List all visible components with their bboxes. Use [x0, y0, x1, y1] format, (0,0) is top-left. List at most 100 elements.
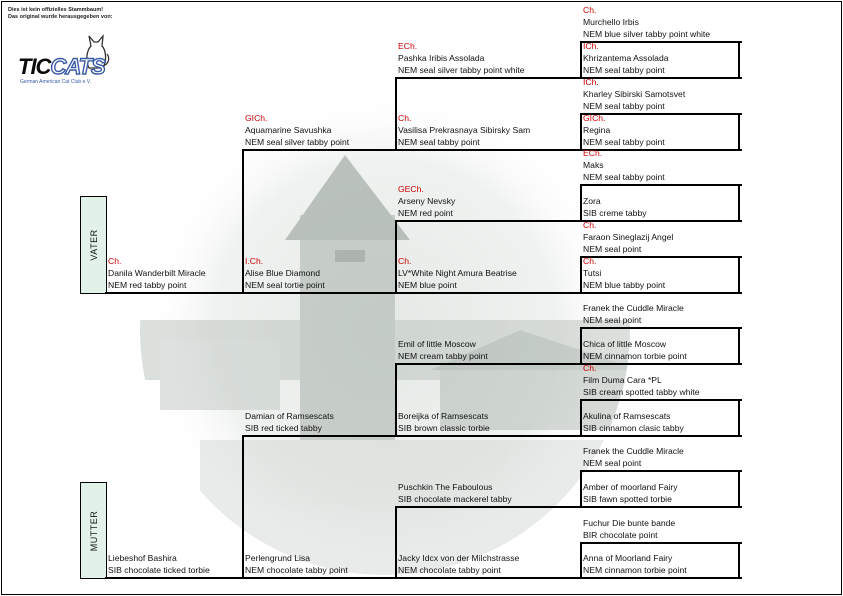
- sire-title: Ch.: [108, 256, 122, 266]
- ancestor-gen2-breed: NEM chocolate tabby point: [245, 565, 348, 575]
- gen4-line: [580, 184, 742, 186]
- ancestor-gen4-name: Chica of little Moscow: [583, 339, 667, 349]
- gen4-line: [580, 292, 742, 294]
- gen3-connector: [395, 363, 397, 437]
- ancestor-gen4-name: Fuchur Die bunte bande: [583, 518, 676, 528]
- gen3-line: [395, 77, 582, 79]
- gen4-line: [580, 77, 742, 79]
- ancestor-gen4-breed: NEM seal tabby point: [583, 101, 665, 111]
- ancestor-gen3-breed: NEM cream tabby point: [398, 351, 488, 361]
- ancestor-gen4-name: Faraon Sineglazij Angel: [583, 232, 674, 242]
- dam-breed: SIB chocolate ticked torbie: [108, 565, 210, 575]
- gen3-connector: [395, 77, 397, 151]
- mother-box: MUTTER: [80, 482, 107, 579]
- gen4-connector: [580, 256, 582, 294]
- gen4-line: [580, 506, 742, 508]
- gen4-line: [580, 41, 742, 43]
- ancestor-gen3-breed: SIB chocolate mackerel tabby: [398, 494, 512, 504]
- ancestor-gen3-name: Jacky Idcx von der Milchstrasse: [398, 553, 520, 563]
- ancestor-gen4-name: Akulina of Ramsescats: [583, 411, 671, 421]
- gen4-connector: [580, 399, 582, 437]
- gen4-line: [580, 149, 742, 151]
- ticats-logo: TICCATS German American Cat Club e.V.: [18, 30, 113, 90]
- gen4-line: [580, 256, 742, 258]
- logo-text-cats: CATS: [50, 53, 107, 79]
- ancestor-gen4-breed: NEM seal tabby point: [583, 172, 665, 182]
- ancestor-gen3-breed: NEM seal silver tabby point white: [398, 65, 525, 75]
- gen4-connector: [580, 470, 582, 508]
- gen4-right-connector: [738, 184, 740, 222]
- gen4-right-connector: [738, 327, 740, 365]
- gen4-right-connector: [738, 113, 740, 151]
- ancestor-gen4-title: ICh.: [583, 77, 599, 87]
- ancestor-gen2-breed: NEM seal silver tabby point: [245, 137, 350, 147]
- gen4-line: [580, 327, 742, 329]
- gen4-line: [580, 113, 742, 115]
- sire-line: [105, 292, 244, 294]
- ancestor-gen3-name: LV*White Night Amura Beatrise: [398, 268, 517, 278]
- gen4-right-connector: [738, 256, 740, 294]
- ancestor-gen4-title: [583, 326, 687, 338]
- gen4-line: [580, 363, 742, 365]
- ancestor-gen4-name: Franek the Cuddle Miracle: [583, 446, 684, 456]
- ancestor-gen4-title: ECh.: [583, 148, 603, 158]
- dam-name: Liebeshof Bashira: [108, 553, 177, 563]
- ancestor-gen3-name: Puschkin The Faboulous: [398, 482, 493, 492]
- ancestor-gen3-name: Arseny Nevsky: [398, 196, 456, 206]
- ancestor-gen3-breed: SIB brown classic torbie: [398, 423, 490, 433]
- dam-title: [108, 540, 210, 552]
- ancestor-gen4-name: Kharley Sibirski Samotsvet: [583, 89, 686, 99]
- ancestor-gen3-title: ECh.: [398, 41, 418, 51]
- ancestor-gen3-breed: NEM chocolate tabby point: [398, 565, 501, 575]
- ancestor-gen3-name: Boreijka of Ramsescats: [398, 411, 489, 421]
- dam-line: [105, 577, 244, 579]
- ancestor-gen3-title: Ch.: [398, 113, 412, 123]
- gen4-line: [580, 470, 742, 472]
- gen2-line: [242, 149, 397, 151]
- sire-name: Danila Wanderbilt Miracle: [108, 268, 206, 278]
- ancestor-gen4-breed: SIB cream spotted tabby white: [583, 387, 700, 397]
- ancestor-gen4-name: Franek the Cuddle Miracle: [583, 303, 684, 313]
- gen4-connector: [580, 113, 582, 151]
- ancestor-gen3-breed: NEM red point: [398, 208, 453, 218]
- ancestor-gen4-breed: SIB fawn spotted torbie: [583, 494, 672, 504]
- ancestor-gen2-title: [245, 398, 334, 410]
- gen3-connector: [395, 506, 397, 579]
- ancestor-gen3-title: GECh.: [398, 184, 424, 194]
- father-box: VATER: [80, 196, 107, 294]
- gen4-line: [580, 220, 742, 222]
- gen4-connector: [580, 327, 582, 365]
- ancestor-gen4-title: [583, 290, 684, 302]
- gen2-line: [242, 577, 397, 579]
- ancestor-gen4-title: [583, 183, 647, 195]
- ancestor-gen4-breed: NEM seal point: [583, 315, 642, 325]
- gen4-right-connector: [738, 542, 740, 579]
- gen4-line: [580, 577, 742, 579]
- ancestor-gen2-breed: NEM seal tortie point: [245, 280, 325, 290]
- ancestor-gen3-breed: NEM blue point: [398, 280, 457, 290]
- gen4-right-connector: [738, 41, 740, 79]
- gen2-line: [242, 292, 397, 294]
- ancestor-gen3-title: [398, 398, 490, 410]
- gen2-connector: [242, 149, 244, 294]
- ancestor-gen4-name: Anna of Moorland Fairy: [583, 553, 673, 563]
- ancestor-gen4-title: [583, 469, 678, 481]
